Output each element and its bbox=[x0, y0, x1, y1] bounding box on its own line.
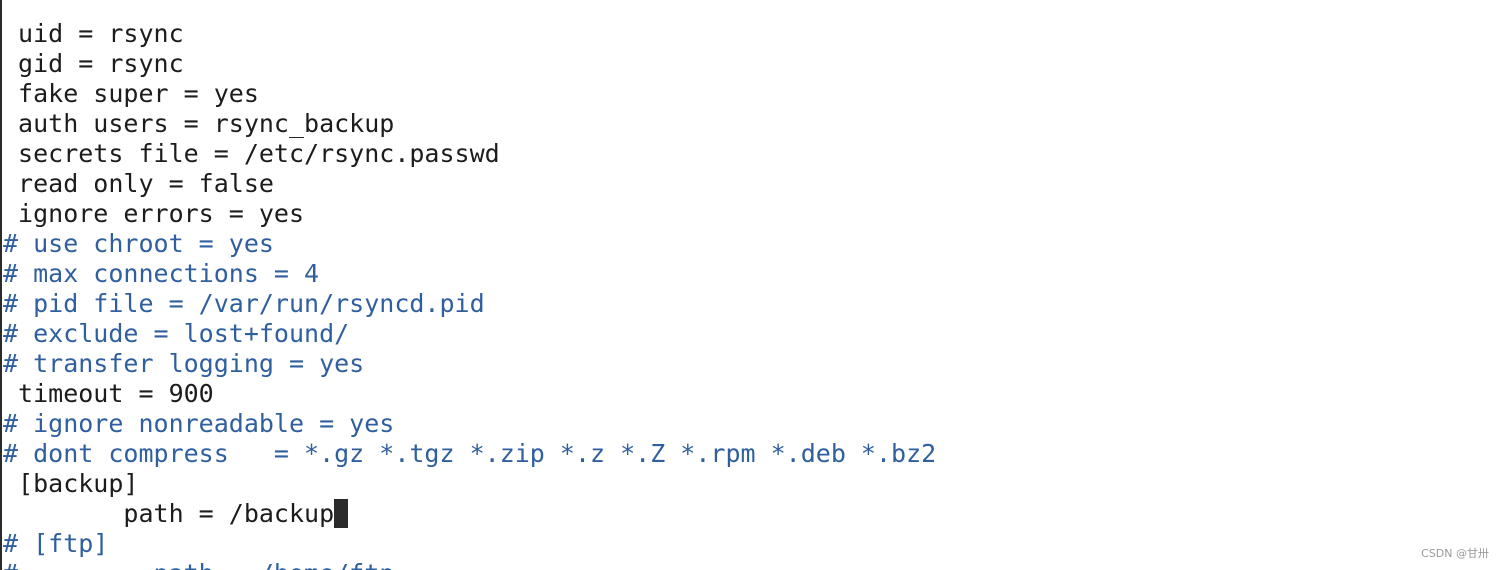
line-text: [backup] bbox=[3, 469, 139, 498]
config-line: fake super = yes bbox=[3, 79, 936, 109]
line-text: # max connections = 4 bbox=[3, 259, 320, 288]
comment-line: # max connections = 4 bbox=[3, 259, 936, 289]
comment-line: # [ftp] bbox=[3, 529, 936, 559]
comment-line: # use chroot = yes bbox=[3, 229, 936, 259]
config-line: secrets file = /etc/rsync.passwd bbox=[3, 139, 936, 169]
line-text: read only = false bbox=[3, 169, 274, 198]
line-text: # transfer logging = yes bbox=[3, 349, 365, 378]
line-text: path = /backup bbox=[3, 499, 335, 528]
line-text: # dont compress = *.gz *.tgz *.zip *.z *… bbox=[3, 439, 937, 468]
line-text: ignore errors = yes bbox=[3, 199, 305, 228]
line-text: # path = /home/ftp bbox=[3, 559, 394, 570]
config-line: gid = rsync bbox=[3, 49, 936, 79]
line-text: secrets file = /etc/rsync.passwd bbox=[3, 139, 500, 168]
line-text: auth users = rsync_backup bbox=[3, 109, 395, 138]
editor-lines: uid = rsync gid = rsync fake super = yes… bbox=[3, 19, 936, 570]
line-text: # [ftp] bbox=[3, 529, 109, 558]
text-cursor bbox=[334, 499, 349, 528]
line-text: # use chroot = yes bbox=[3, 229, 274, 258]
comment-line: # pid file = /var/run/rsyncd.pid bbox=[3, 289, 936, 319]
config-line: uid = rsync bbox=[3, 19, 936, 49]
watermark: CSDN @甘卅 bbox=[1421, 547, 1489, 560]
config-line: [backup] bbox=[3, 469, 936, 499]
line-text: fake super = yes bbox=[3, 79, 259, 108]
comment-line: # transfer logging = yes bbox=[3, 349, 936, 379]
comment-line: # exclude = lost+found/ bbox=[3, 319, 936, 349]
config-line: read only = false bbox=[3, 169, 936, 199]
comment-line: # dont compress = *.gz *.tgz *.zip *.z *… bbox=[3, 439, 936, 469]
line-text: # pid file = /var/run/rsyncd.pid bbox=[3, 289, 485, 318]
config-line: path = /backup bbox=[3, 499, 936, 529]
config-line: timeout = 900 bbox=[3, 379, 936, 409]
comment-line: # path = /home/ftp bbox=[3, 559, 936, 570]
config-line: ignore errors = yes bbox=[3, 199, 936, 229]
comment-line: # ignore nonreadable = yes bbox=[3, 409, 936, 439]
line-text: gid = rsync bbox=[3, 49, 184, 78]
line-text: # exclude = lost+found/ bbox=[3, 319, 350, 348]
line-text: uid = rsync bbox=[3, 19, 184, 48]
line-text: timeout = 900 bbox=[3, 379, 214, 408]
line-text: # ignore nonreadable = yes bbox=[3, 409, 395, 438]
config-line: auth users = rsync_backup bbox=[3, 109, 936, 139]
